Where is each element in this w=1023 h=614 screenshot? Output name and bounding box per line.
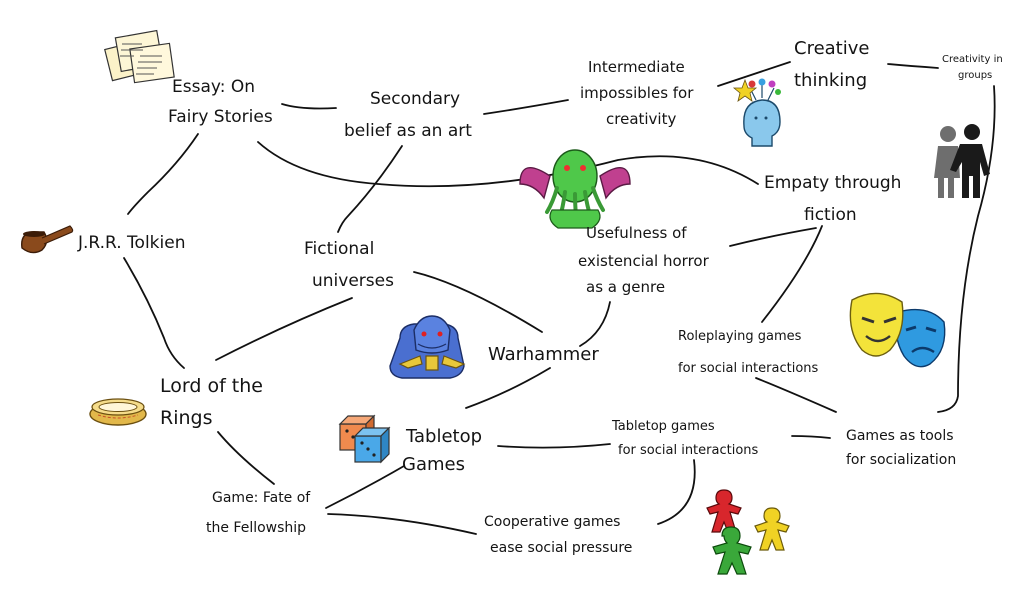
node-empathy-line: Empaty through bbox=[764, 173, 901, 193]
node-tabletop: Tabletop Games bbox=[402, 426, 488, 475]
node-intermediate-line: impossibles for bbox=[580, 84, 694, 102]
node-secondary-belief: Secondary belief as an art bbox=[344, 89, 472, 141]
node-warhammer: Warhammer bbox=[488, 344, 599, 365]
node-essay-line: Essay: On bbox=[172, 77, 255, 97]
edge-empathy-to-roleplaying bbox=[761, 225, 823, 323]
edge-horror-to-warhammer bbox=[579, 301, 611, 347]
node-fictional-universes-line: universes bbox=[312, 271, 394, 291]
node-games-tools-line: Games as tools bbox=[846, 428, 954, 444]
node-creativity-groups-line: groups bbox=[958, 70, 992, 81]
edge-tolkien-to-lotr bbox=[123, 257, 185, 369]
node-cooperative-line: ease social pressure bbox=[490, 540, 632, 556]
edge-essay-to-empathy bbox=[257, 141, 759, 188]
edge-fate-fellowship-to-tabletop bbox=[325, 465, 405, 509]
dice-icon bbox=[338, 414, 391, 464]
edge-horror-to-empathy bbox=[729, 227, 817, 247]
space-marine-icon bbox=[389, 315, 466, 379]
node-fate-fellowship-line: Game: Fate of bbox=[212, 490, 311, 506]
node-creativity-groups: Creativity in groups bbox=[942, 54, 1006, 81]
node-fictional-universes: Fictional universes bbox=[304, 239, 394, 291]
edge-essay-to-tolkien bbox=[127, 133, 199, 215]
node-empathy-line: fiction bbox=[804, 205, 857, 225]
edge-secondary-belief-to-fictional-universes bbox=[337, 145, 403, 233]
node-tabletop-social: Tabletop games for social interactions bbox=[611, 419, 759, 458]
node-tabletop-line: Tabletop bbox=[405, 426, 482, 447]
node-creative-thinking: Creative thinking bbox=[794, 38, 875, 91]
node-tabletop-line: Games bbox=[402, 454, 465, 475]
node-creative-thinking-line: thinking bbox=[794, 70, 867, 91]
edge-fictional-universes-to-lotr bbox=[215, 297, 353, 361]
edge-lotr-to-fate-fellowship bbox=[217, 431, 275, 485]
node-intermediate-line: creativity bbox=[606, 110, 676, 128]
node-lotr-line: Rings bbox=[160, 407, 212, 429]
edges-layer bbox=[123, 61, 996, 535]
edge-creative-thinking-to-creativity-groups bbox=[887, 63, 939, 69]
node-horror-line: existencial horror bbox=[578, 252, 710, 270]
node-games-tools-line: for socialization bbox=[846, 452, 956, 468]
node-roleplaying: Roleplaying games for social interaction… bbox=[678, 329, 819, 376]
edge-secondary-belief-to-intermediate bbox=[483, 99, 569, 115]
cthulhu-icon bbox=[519, 149, 631, 229]
node-roleplaying-line: Roleplaying games bbox=[678, 329, 802, 344]
node-lotr: Lord of the Rings bbox=[160, 375, 269, 429]
node-intermediate-line: Intermediate bbox=[588, 58, 685, 76]
edge-intermediate-to-creative-thinking bbox=[717, 61, 791, 87]
meeples-icon bbox=[706, 489, 790, 575]
node-fate-fellowship-line: the Fellowship bbox=[206, 520, 306, 536]
ring-icon bbox=[89, 398, 147, 426]
node-lotr-line: Lord of the bbox=[160, 375, 263, 397]
node-secondary-belief-line: Secondary bbox=[370, 89, 460, 109]
node-tabletop-social-line: for social interactions bbox=[618, 443, 759, 458]
node-creativity-groups-line: Creativity in bbox=[942, 54, 1003, 65]
node-intermediate: Intermediate impossibles for creativity bbox=[580, 58, 698, 128]
node-games-tools: Games as tools for socialization bbox=[846, 428, 958, 468]
node-fictional-universes-line: Fictional bbox=[304, 239, 374, 259]
edge-fictional-universes-to-warhammer bbox=[413, 271, 543, 333]
people-icon bbox=[934, 124, 990, 198]
node-horror-line: Usefulness of bbox=[586, 224, 687, 242]
node-essay: Essay: On Fairy Stories bbox=[168, 77, 273, 127]
edge-tabletop-to-tabletop-social bbox=[497, 443, 611, 449]
pipe-icon bbox=[21, 225, 74, 254]
edge-roleplaying-to-games-tools bbox=[755, 377, 837, 413]
node-fate-fellowship: Game: Fate of the Fellowship bbox=[206, 490, 315, 536]
node-cooperative-line: Cooperative games bbox=[484, 514, 620, 530]
idea-head-icon bbox=[732, 78, 781, 147]
node-empathy: Empaty through fiction bbox=[764, 173, 907, 225]
node-cooperative: Cooperative games ease social pressure bbox=[484, 514, 632, 556]
node-roleplaying-line: for social interactions bbox=[678, 361, 819, 376]
edge-creativity-groups-to-games-tools bbox=[937, 85, 996, 413]
node-tabletop-social-line: Tabletop games bbox=[611, 419, 715, 434]
edge-tabletop-social-to-games-tools bbox=[791, 435, 831, 439]
papers-icon bbox=[104, 29, 175, 84]
theater-masks-icon bbox=[849, 292, 946, 368]
node-horror: Usefulness of existencial horror as a ge… bbox=[578, 224, 714, 296]
edge-warhammer-to-tabletop bbox=[465, 367, 551, 409]
node-secondary-belief-line: belief as an art bbox=[344, 121, 472, 141]
node-tolkien-line: J.R.R. Tolkien bbox=[77, 233, 185, 253]
node-creative-thinking-line: Creative bbox=[794, 38, 869, 59]
edge-essay-to-secondary-belief bbox=[281, 103, 337, 110]
edge-tabletop-social-to-cooperative bbox=[657, 459, 696, 525]
node-horror-line: as a genre bbox=[586, 278, 665, 296]
node-tolkien: J.R.R. Tolkien bbox=[77, 233, 185, 253]
node-warhammer-line: Warhammer bbox=[488, 344, 599, 365]
edge-fate-fellowship-to-cooperative bbox=[327, 513, 477, 535]
node-essay-line: Fairy Stories bbox=[168, 107, 273, 127]
